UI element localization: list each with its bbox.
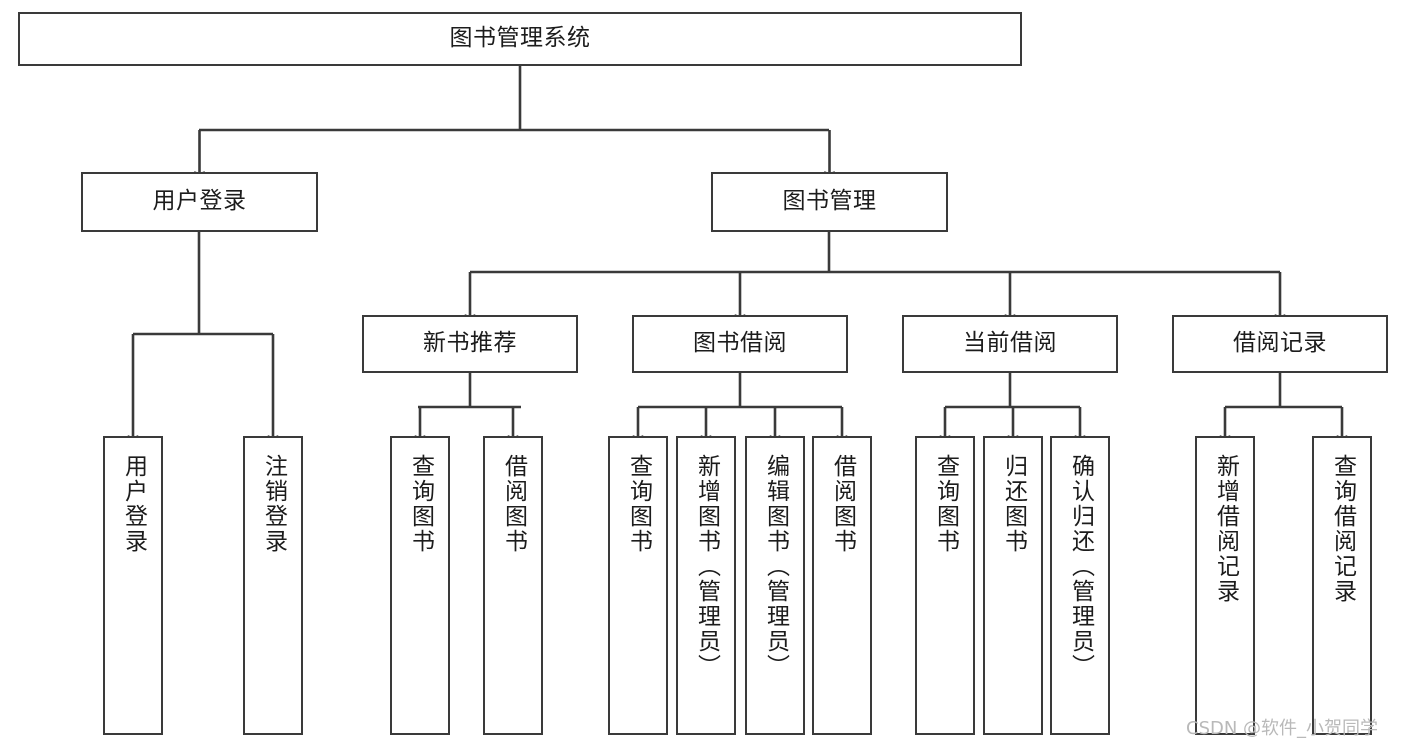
- leaf-user-login[interactable]: 用户登录: [103, 436, 163, 735]
- leaf-confirm-return[interactable]: 确认归还（管理员）: [1050, 436, 1110, 735]
- leaf-query-book-3[interactable]: 查询图书: [915, 436, 975, 735]
- node-current-borrowing-label: 当前借阅: [963, 330, 1057, 357]
- leaf-query-book-2[interactable]: 查询图书: [608, 436, 668, 735]
- leaf-return-book[interactable]: 归还图书: [983, 436, 1043, 735]
- leaf-confirm-return-label: 确认归还（管理员）: [1067, 454, 1094, 679]
- leaf-query-book-2-label: 查询图书: [625, 454, 652, 554]
- node-borrowing-record-label: 借阅记录: [1233, 330, 1327, 357]
- leaf-borrow-book-2[interactable]: 借阅图书: [812, 436, 872, 735]
- leaf-query-book-1[interactable]: 查询图书: [390, 436, 450, 735]
- node-current-borrowing[interactable]: 当前借阅: [902, 315, 1118, 373]
- leaf-add-borrow-record-label: 新增借阅记录: [1212, 454, 1239, 604]
- node-book-management[interactable]: 图书管理: [711, 172, 948, 232]
- leaf-user-login-label: 用户登录: [120, 454, 147, 554]
- leaf-edit-book[interactable]: 编辑图书（管理员）: [745, 436, 805, 735]
- leaf-query-book-3-label: 查询图书: [932, 454, 959, 554]
- node-root[interactable]: 图书管理系统: [18, 12, 1022, 66]
- node-root-label: 图书管理系统: [449, 25, 591, 52]
- leaf-borrow-book-1[interactable]: 借阅图书: [483, 436, 543, 735]
- leaf-add-book-label: 新增图书（管理员）: [693, 454, 720, 679]
- node-book-borrowing[interactable]: 图书借阅: [632, 315, 848, 373]
- node-new-book-recommendation-label: 新书推荐: [423, 330, 517, 357]
- leaf-query-borrow-record[interactable]: 查询借阅记录: [1312, 436, 1372, 735]
- node-book-management-label: 图书管理: [782, 188, 877, 215]
- node-new-book-recommendation[interactable]: 新书推荐: [362, 315, 578, 373]
- leaf-logout[interactable]: 注销登录: [243, 436, 303, 735]
- node-user-login-label: 用户登录: [152, 188, 247, 215]
- node-user-login[interactable]: 用户登录: [81, 172, 318, 232]
- csdn-watermark: CSDN @软件_小贺同学: [1186, 718, 1379, 739]
- leaf-borrow-book-2-label: 借阅图书: [829, 454, 856, 554]
- leaf-query-book-1-label: 查询图书: [407, 454, 434, 554]
- node-book-borrowing-label: 图书借阅: [693, 330, 787, 357]
- leaf-edit-book-label: 编辑图书（管理员）: [762, 454, 789, 679]
- node-borrowing-record[interactable]: 借阅记录: [1172, 315, 1388, 373]
- leaf-borrow-book-1-label: 借阅图书: [500, 454, 527, 554]
- leaf-add-borrow-record[interactable]: 新增借阅记录: [1195, 436, 1255, 735]
- leaf-add-book[interactable]: 新增图书（管理员）: [676, 436, 736, 735]
- leaf-return-book-label: 归还图书: [1000, 454, 1027, 554]
- leaf-logout-label: 注销登录: [260, 454, 287, 554]
- leaf-query-borrow-record-label: 查询借阅记录: [1329, 454, 1356, 604]
